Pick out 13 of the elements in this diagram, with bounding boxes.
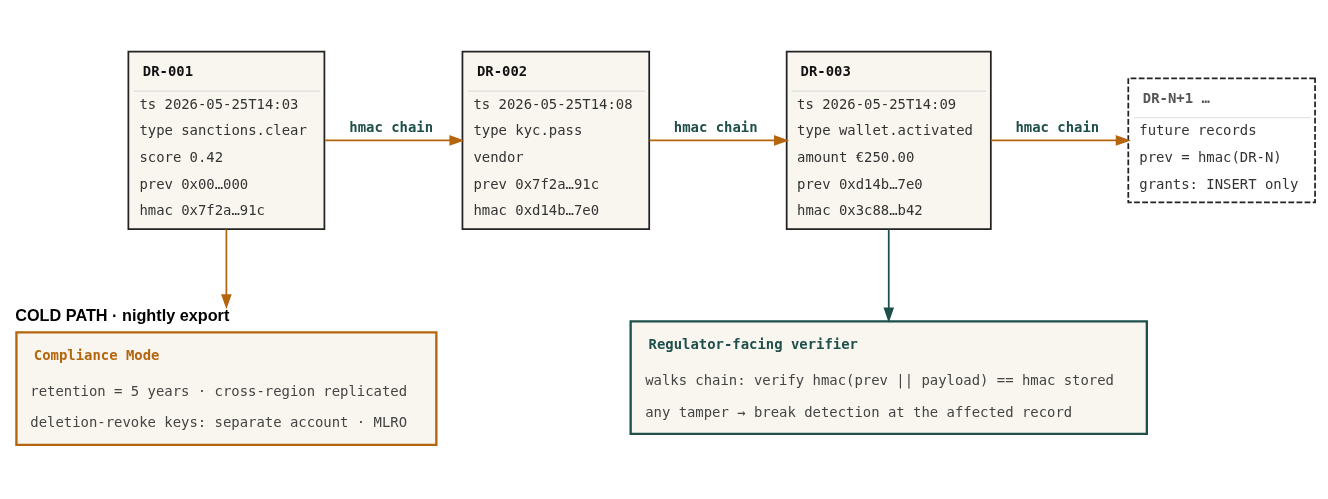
- arrow: [648, 134, 790, 146]
- arrow: [883, 227, 895, 323]
- node-box: DR-001 ts 2026-05-25T14:03 type sanctions.clear score 0.42 prev 0x00…000 hmac 0x7f2a…91c: [127, 50, 326, 230]
- node-box: DR-N+1 … future records prev = hmac(DR-N) grants: INSERT only: [1127, 76, 1316, 203]
- edge-label: hmac chain: [349, 118, 434, 135]
- arrow: [990, 134, 1131, 146]
- arrow: [221, 227, 232, 309]
- arrow: [323, 134, 465, 146]
- node-box: DR-002 ts 2026-05-25T14:08 type kyc.pass vendor prev 0x7f2a…91c hmac 0xd14b…7e0: [461, 50, 651, 230]
- node-label: COLD PATH · nightly export: [15, 305, 230, 324]
- edge-label: hmac chain: [673, 118, 758, 135]
- node-box: DR-003 ts 2026-05-25T14:09 type wallet.activated amount €250.00 prev 0xd14b…7e0 hmac 0x3c88…b42: [785, 50, 992, 230]
- edge-label: hmac chain: [1015, 118, 1100, 135]
